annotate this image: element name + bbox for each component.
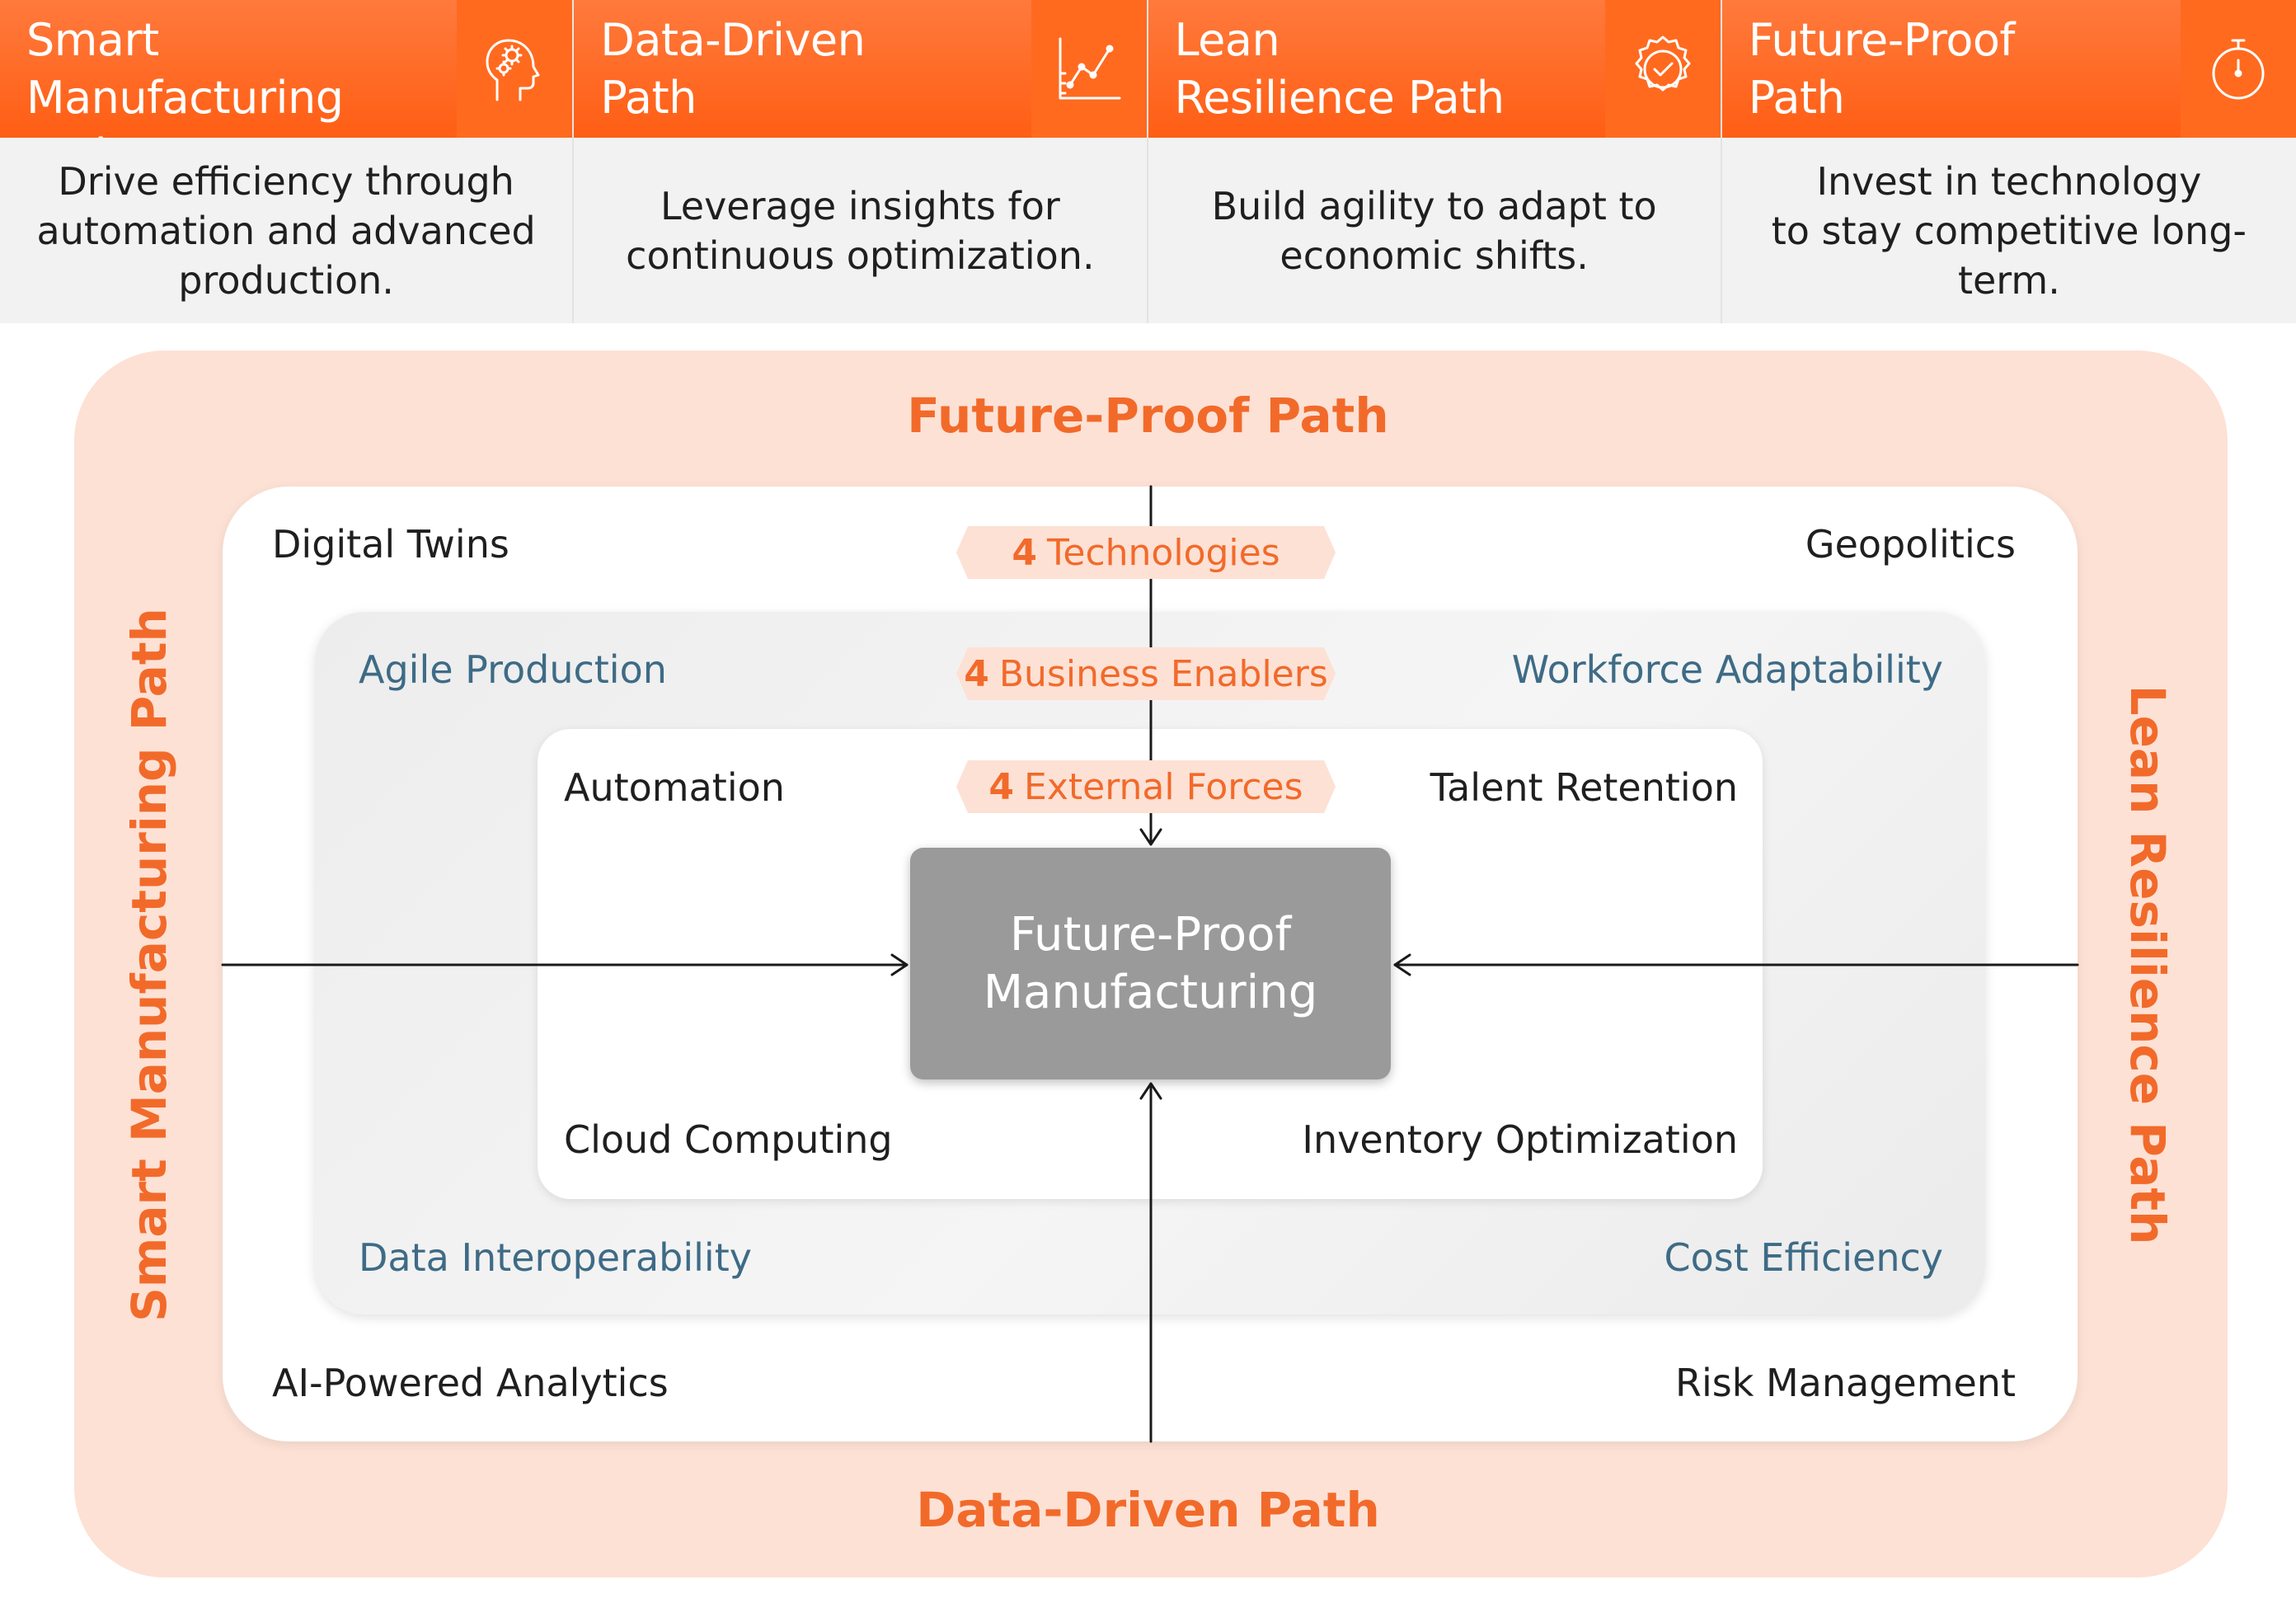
core-box: Future-Proof Manufacturing xyxy=(910,848,1391,1079)
business-enabler-item: Workforce Adaptability xyxy=(1511,647,1943,692)
card-future-proof: Future-Proof Path Invest in technology t… xyxy=(1721,0,2296,323)
card-header: Smart Manufacturing Path xyxy=(0,0,573,181)
business-enabler-item: Cost Efficiency xyxy=(1664,1235,1943,1280)
card-header: Data-Driven Path xyxy=(574,0,1147,138)
card-title: Future-Proof Path xyxy=(1748,14,2016,124)
pill-count: 4 xyxy=(964,652,989,695)
technology-item: AI-Powered Analytics xyxy=(272,1361,669,1405)
outer-label-left: Smart Manufacturing Path xyxy=(121,608,177,1322)
head-gears-icon xyxy=(457,0,573,138)
card-data-driven: Data-Driven Path Leverage insights for c… xyxy=(574,0,1148,323)
external-force-item: Inventory Optimization xyxy=(1302,1117,1738,1162)
pill-label: External Forces xyxy=(1024,765,1303,808)
card-description: Build agility to adapt to economic shift… xyxy=(1148,138,1721,323)
business-enabler-item: Agile Production xyxy=(359,647,667,692)
stopwatch-icon xyxy=(2181,0,2296,138)
card-title: Smart Manufacturing Path xyxy=(26,14,344,181)
path-cards: Smart Manufacturing Path Drive efficienc… xyxy=(0,0,2296,323)
pill-label: Business Enablers xyxy=(998,652,1328,695)
business-enabler-item: Data Interoperability xyxy=(359,1235,752,1280)
card-description: Leverage insights for continuous optimiz… xyxy=(574,138,1147,323)
outer-label-bottom: Data-Driven Path xyxy=(916,1482,1380,1538)
external-force-item: Talent Retention xyxy=(1430,765,1738,810)
pill-label: Technologies xyxy=(1046,531,1280,574)
card-lean-resilience: Lean Resilience Path Build agility to ad… xyxy=(1148,0,1722,323)
pill-count: 4 xyxy=(1012,531,1037,574)
card-smart-manufacturing: Smart Manufacturing Path Drive efficienc… xyxy=(0,0,575,323)
card-description: Invest in technology to stay competitive… xyxy=(1721,138,2296,323)
outer-label-right: Lean Resilience Path xyxy=(2120,684,2176,1245)
external-force-item: Cloud Computing xyxy=(564,1117,893,1162)
technology-item: Geopolitics xyxy=(1805,522,2016,567)
badge-check-icon xyxy=(1604,0,1721,138)
outer-label-top: Future-Proof Path xyxy=(907,388,1389,444)
card-description: Drive efficiency through automation and … xyxy=(0,138,573,323)
card-title: Data-Driven Path xyxy=(600,14,866,124)
card-header: Future-Proof Path xyxy=(1721,0,2296,138)
technology-item: Risk Management xyxy=(1675,1361,2016,1405)
card-title: Lean Resilience Path xyxy=(1174,14,1505,124)
card-header: Lean Resilience Path xyxy=(1148,0,1721,138)
line-chart-icon xyxy=(1031,0,1147,138)
technology-item: Digital Twins xyxy=(272,522,509,567)
external-force-item: Automation xyxy=(564,765,785,810)
pill-count: 4 xyxy=(988,765,1015,808)
